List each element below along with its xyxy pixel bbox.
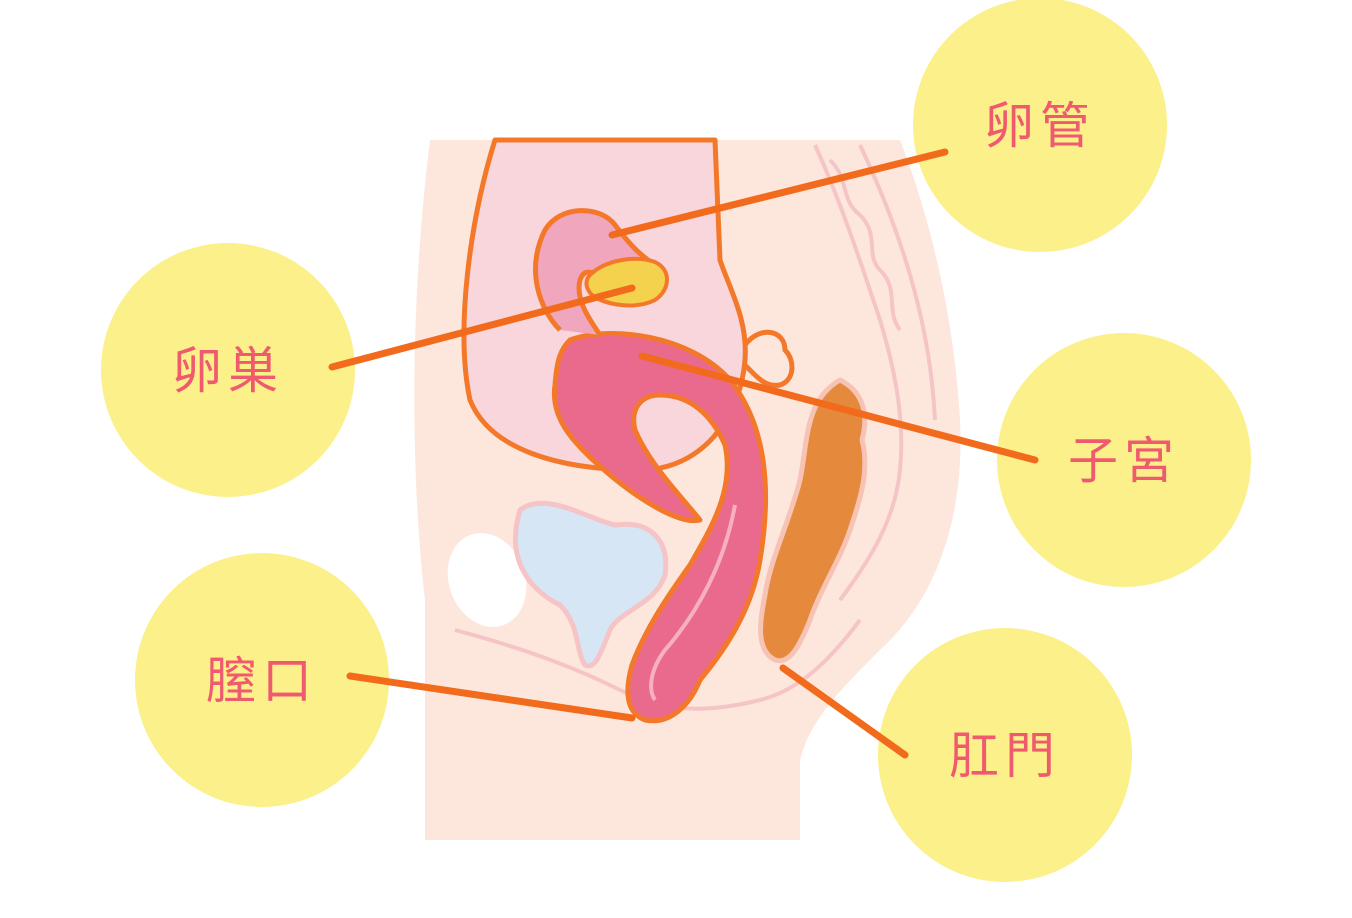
label-uterus: 子宮 — [1068, 432, 1180, 490]
label-fallopian-tube: 卵管 — [984, 97, 1096, 155]
label-vaginal-opening: 膣口 — [206, 652, 318, 710]
label-ovary: 卵巣 — [172, 342, 284, 400]
label-anus: 肛門 — [949, 727, 1061, 785]
